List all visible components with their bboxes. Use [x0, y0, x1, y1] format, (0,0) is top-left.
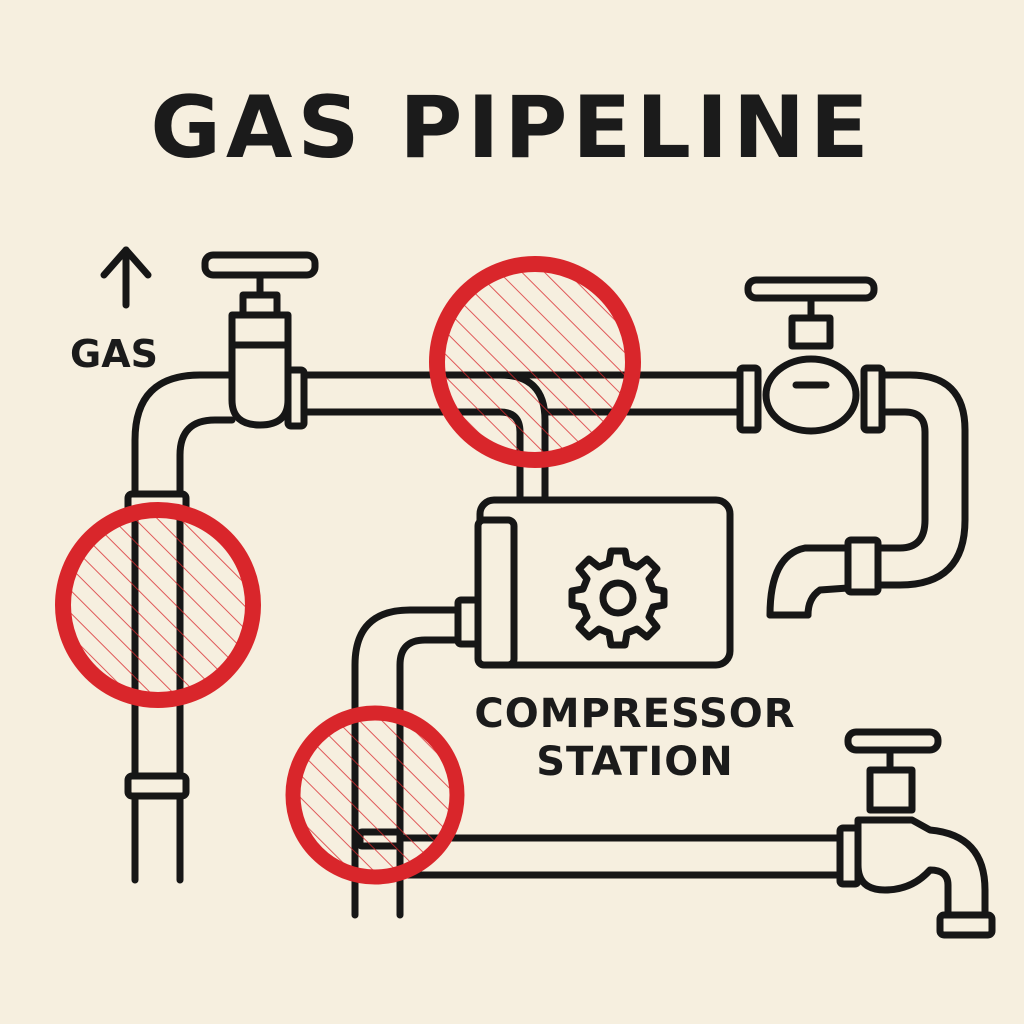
page-title: GAS PIPELINE — [150, 78, 874, 178]
station-label-line2: STATION — [536, 739, 734, 785]
faucet-icon[interactable] — [836, 728, 996, 939]
valve-icon[interactable] — [736, 276, 886, 435]
right-pipe — [766, 371, 969, 619]
compressor-station[interactable] — [474, 496, 734, 669]
gear-icon — [568, 547, 668, 649]
valve-icon[interactable] — [201, 251, 319, 430]
station-label-line1: COMPRESSOR — [474, 691, 796, 737]
arrow-up-icon — [100, 246, 152, 309]
left-pipe — [124, 371, 236, 884]
hazard-marker[interactable] — [429, 256, 641, 468]
station-label: COMPRESSOR STATION — [470, 690, 800, 786]
hazard-marker[interactable] — [55, 502, 261, 708]
hazard-marker[interactable] — [285, 705, 465, 885]
flow-label: GAS — [70, 332, 158, 376]
